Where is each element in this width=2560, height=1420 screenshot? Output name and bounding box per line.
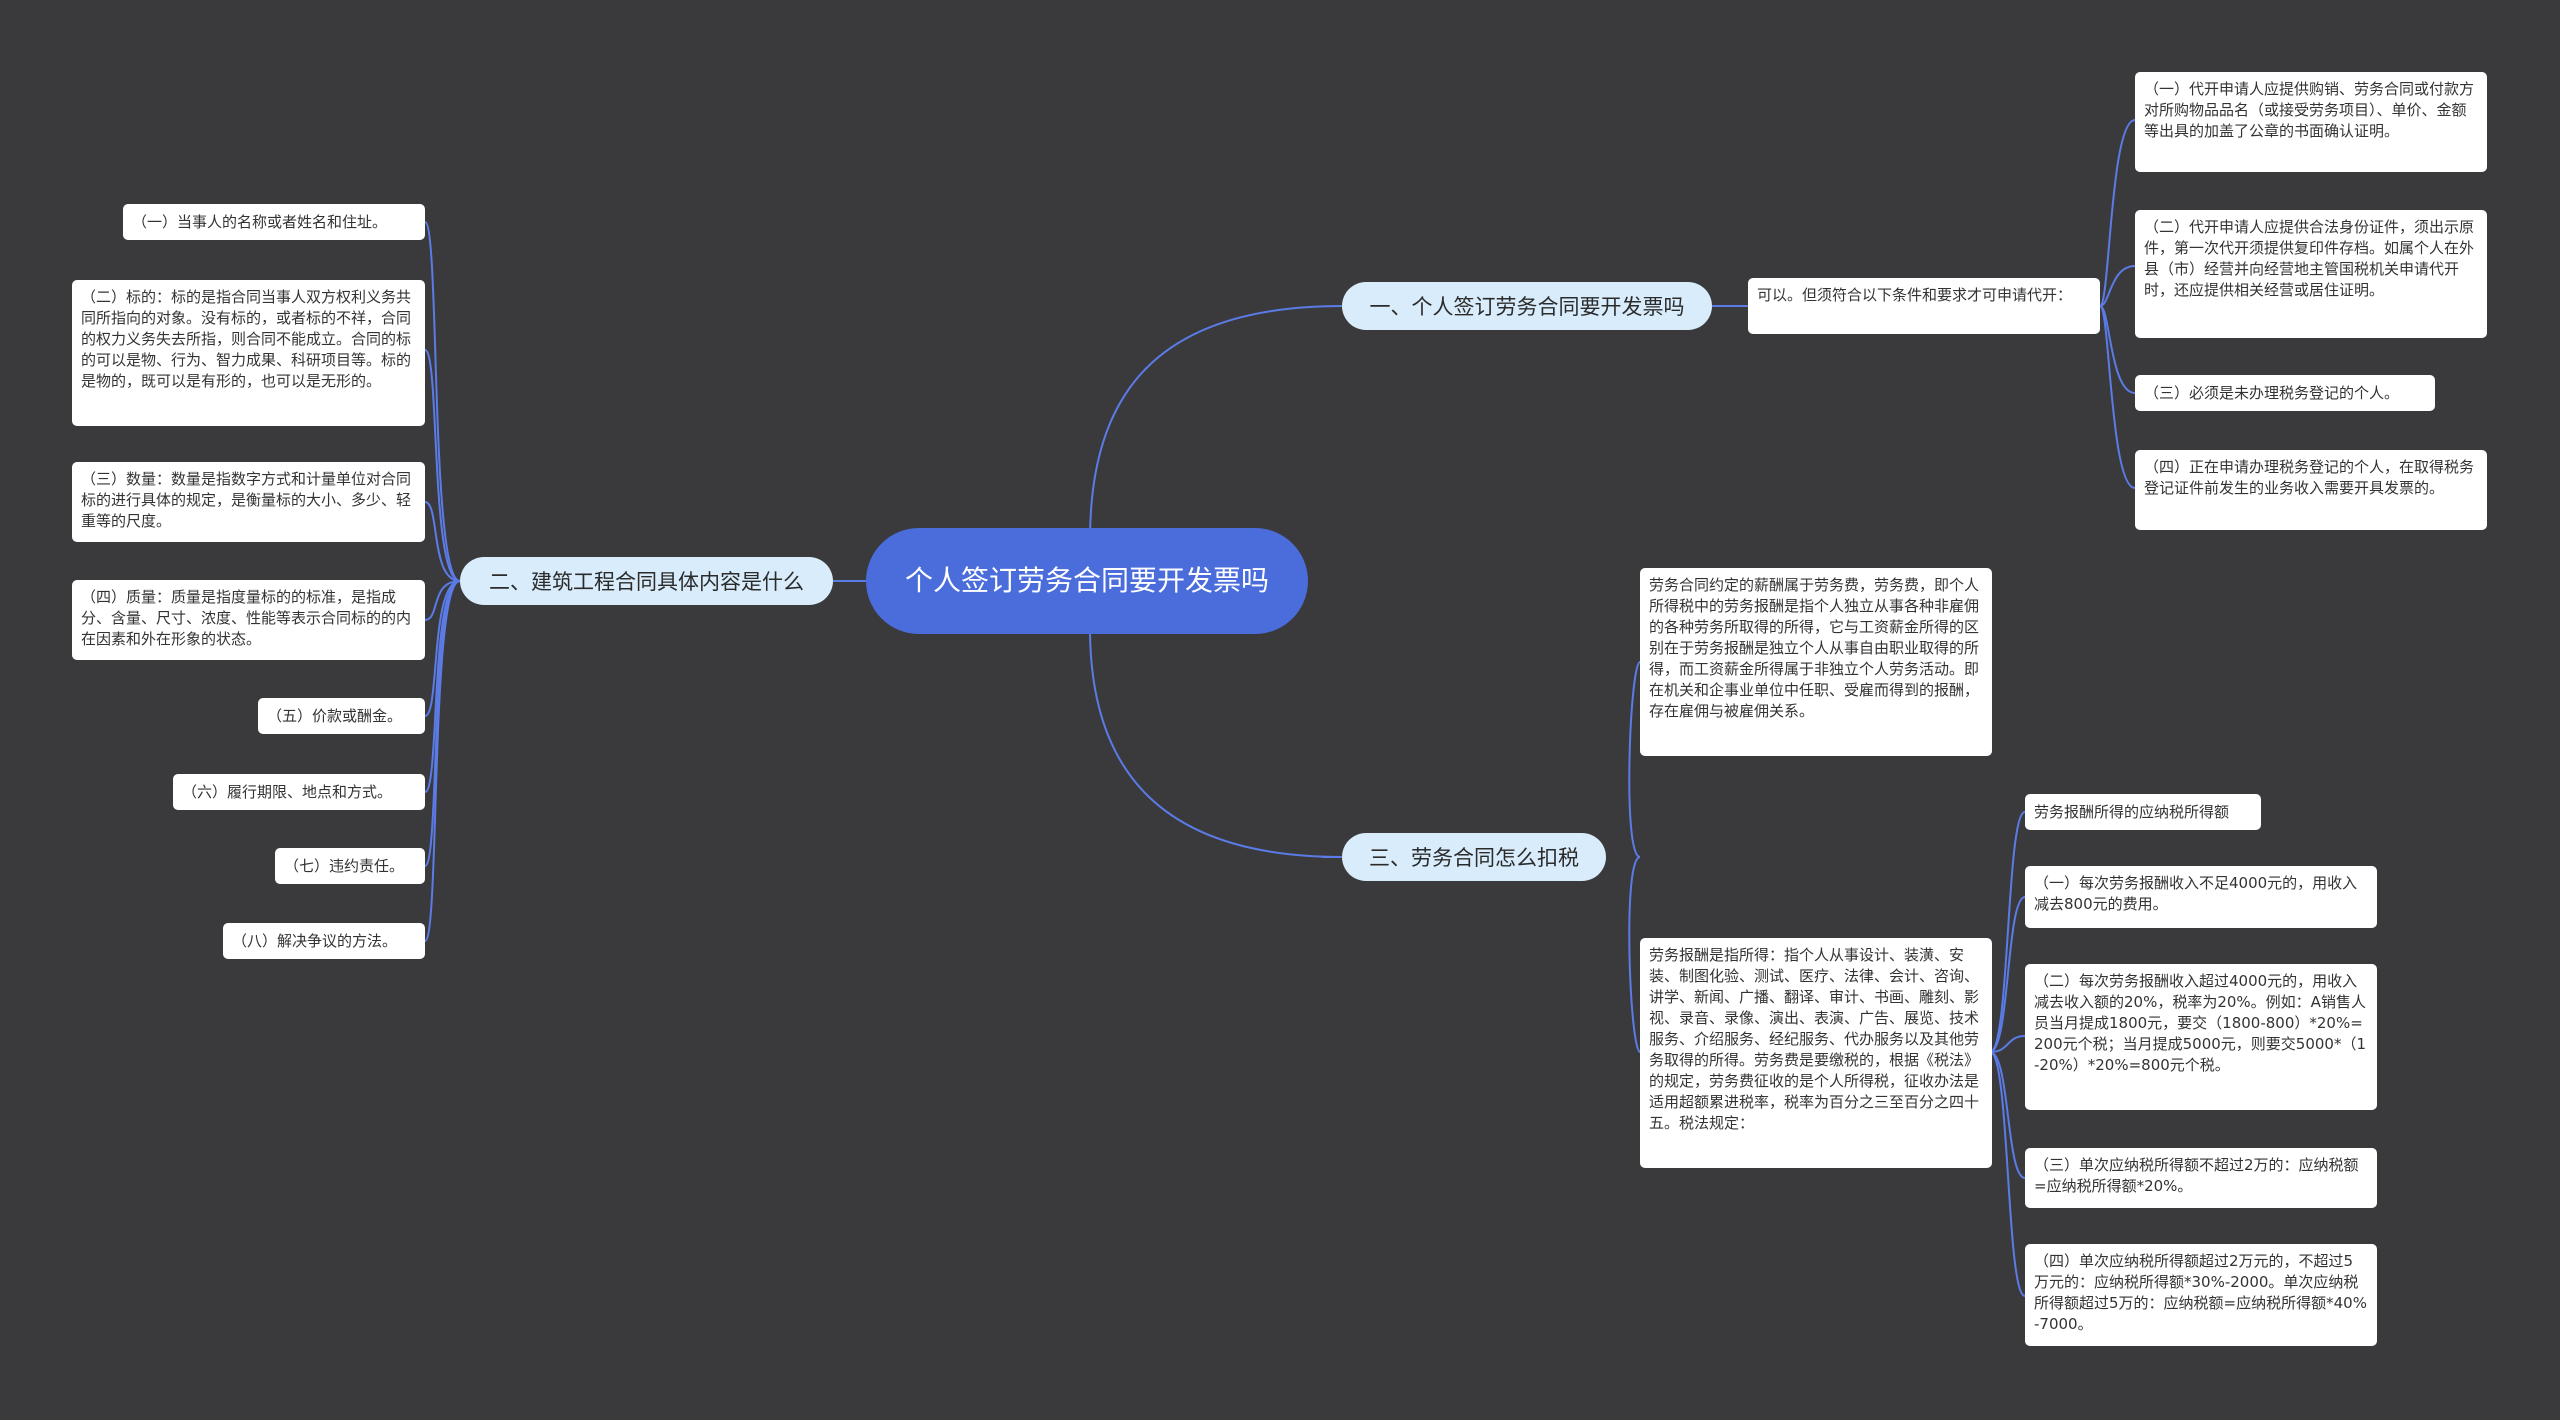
tax-paragraph-2: 劳务报酬是指所得：指个人从事设计、装潢、安装、制图化验、测试、医疗、法律、会计、…: [1640, 938, 1992, 1168]
contract-item-5: （五）价款或酬金。: [258, 698, 425, 734]
tax-item-heading: 劳务报酬所得的应纳税所得额: [2025, 794, 2261, 830]
branch-invoice[interactable]: 一、个人签订劳务合同要开发票吗: [1342, 282, 1712, 330]
tax-item-2: （二）每次劳务报酬收入超过4000元的，用收入减去收入额的20%，税率为20%。…: [2025, 964, 2377, 1110]
invoice-condition-3: （三）必须是未办理税务登记的个人。: [2135, 375, 2435, 411]
tax-item-1: （一）每次劳务报酬收入不足4000元的，用收入减去800元的费用。: [2025, 866, 2377, 928]
contract-item-7: （七）违约责任。: [275, 848, 425, 884]
branch-tax-label: 三、劳务合同怎么扣税: [1369, 846, 1579, 870]
branch-contract-content[interactable]: 二、建筑工程合同具体内容是什么: [460, 557, 833, 605]
branch-contract-content-label: 二、建筑工程合同具体内容是什么: [489, 570, 804, 594]
branch-invoice-label: 一、个人签订劳务合同要开发票吗: [1369, 295, 1685, 319]
tax-item-3: （三）单次应纳税所得额不超过2万的：应纳税额=应纳税所得额*20%。: [2025, 1148, 2377, 1208]
branch-tax[interactable]: 三、劳务合同怎么扣税: [1342, 833, 1606, 881]
branch-invoice-intro: 可以。但须符合以下条件和要求才可申请代开：: [1748, 278, 2100, 334]
invoice-condition-1: （一）代开申请人应提供购销、劳务合同或付款方对所购物品品名（或接受劳务项目）、单…: [2135, 72, 2487, 172]
contract-item-6: （六）履行期限、地点和方式。: [173, 774, 425, 810]
contract-item-3: （三）数量：数量是指数字方式和计量单位对合同标的进行具体的规定，是衡量标的大小、…: [72, 462, 425, 542]
root-topic[interactable]: 个人签订劳务合同要开发票吗: [866, 528, 1308, 634]
invoice-condition-2: （二）代开申请人应提供合法身份证件，须出示原件，第一次代开须提供复印件存档。如属…: [2135, 210, 2487, 338]
tax-item-4: （四）单次应纳税所得额超过2万元的，不超过5万元的：应纳税所得额*30%-200…: [2025, 1244, 2377, 1346]
root-topic-label: 个人签订劳务合同要开发票吗: [904, 564, 1269, 597]
contract-item-4: （四）质量：质量是指度量标的的标准，是指成分、含量、尺寸、浓度、性能等表示合同标…: [72, 580, 425, 660]
tax-paragraph-1: 劳务合同约定的薪酬属于劳务费，劳务费，即个人所得税中的劳务报酬是指个人独立从事各…: [1640, 568, 1992, 756]
contract-item-1: （一）当事人的名称或者姓名和住址。: [123, 204, 425, 240]
contract-item-2: （二）标的：标的是指合同当事人双方权利义务共同所指向的对象。没有标的，或者标的不…: [72, 280, 425, 426]
invoice-condition-4: （四）正在申请办理税务登记的个人，在取得税务登记证件前发生的业务收入需要开具发票…: [2135, 450, 2487, 530]
contract-item-8: （八）解决争议的方法。: [223, 923, 425, 959]
